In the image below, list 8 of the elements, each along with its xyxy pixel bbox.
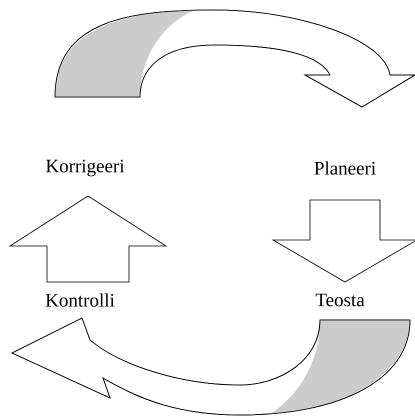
step-label: Planeeri <box>314 161 376 175</box>
step-label: Kontrolli <box>46 293 114 307</box>
step-label: Korrigeeri <box>46 160 124 176</box>
block-arrow <box>272 200 415 282</box>
curved-arrow <box>12 318 410 416</box>
step-label: Teosta <box>316 294 364 306</box>
curved-arrow <box>54 10 415 108</box>
block-arrow <box>8 196 168 282</box>
